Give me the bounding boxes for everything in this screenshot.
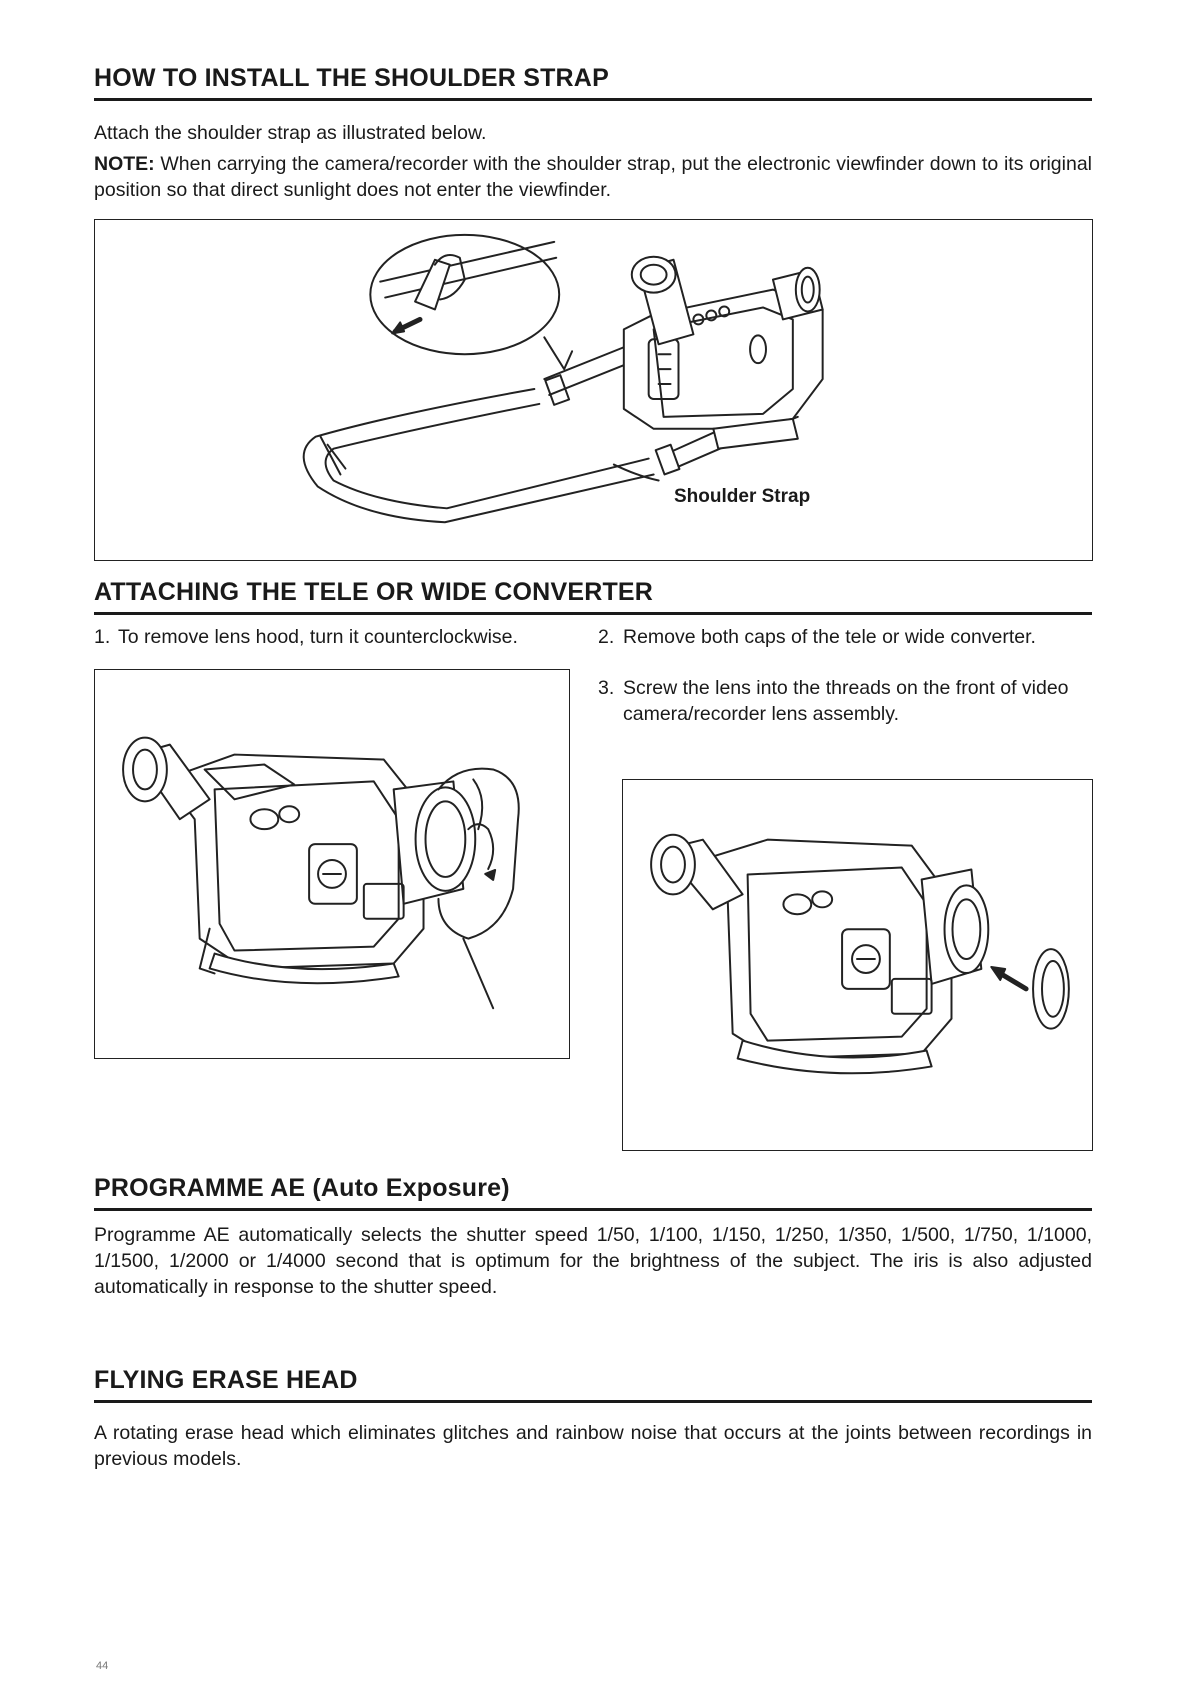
note-label: NOTE: — [94, 153, 155, 175]
step-number: 3. — [598, 677, 615, 699]
page-number: 44 — [96, 1660, 109, 1672]
note-text: When carrying the camera/recorder with t… — [94, 153, 1092, 201]
step-text: Screw the lens into the threads on the f… — [623, 677, 1069, 725]
shoulder-strap-intro: Attach the shoulder strap as illustrated… — [94, 122, 487, 144]
remove-lens-hood-illustration — [122, 736, 520, 1010]
step-number: 1. — [94, 626, 111, 648]
shoulder-strap-figure — [94, 219, 1093, 561]
heading-shoulder-strap: HOW TO INSTALL THE SHOULDER STRAP — [94, 64, 609, 92]
step-2: 2. Remove both caps of the tele or wide … — [598, 624, 1092, 676]
heading-rule — [94, 1208, 1092, 1211]
heading-programme-ae: PROGRAMME AE (Auto Exposure) — [94, 1174, 510, 1202]
remove-lens-hood-figure — [94, 669, 570, 1059]
step-1: 1. To remove lens hood, turn it counterc… — [94, 624, 554, 650]
attach-converter-figure — [622, 779, 1093, 1151]
heading-rule — [94, 1400, 1092, 1403]
shoulder-strap-label: Shoulder Strap — [674, 486, 811, 507]
attach-converter-illustration — [650, 833, 1070, 1075]
flying-erase-text: A rotating erase head which eliminates g… — [94, 1422, 1092, 1470]
heading-rule — [94, 98, 1092, 101]
heading-converter: ATTACHING THE TELE OR WIDE CONVERTER — [94, 578, 654, 606]
step-text: To remove lens hood, turn it countercloc… — [118, 626, 518, 648]
step-3: 3. Screw the lens into the threads on th… — [598, 675, 1092, 727]
shoulder-strap-note: NOTE: When carrying the camera/recorder … — [94, 151, 1092, 203]
step-number: 2. — [598, 626, 615, 648]
camera-with-strap-illustration — [302, 233, 824, 524]
step-text: Remove both caps of the tele or wide con… — [623, 626, 1036, 648]
heading-flying-erase-head: FLYING ERASE HEAD — [94, 1366, 358, 1394]
programme-ae-text: Programme AE automatically selects the s… — [94, 1224, 1092, 1298]
heading-rule — [94, 612, 1092, 615]
